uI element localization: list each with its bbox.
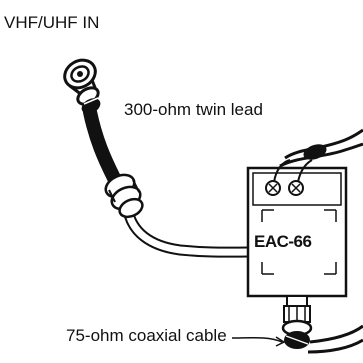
adapter-model-label: EAC-66 xyxy=(253,232,313,251)
input-cable xyxy=(83,105,121,185)
coax-leader-line xyxy=(231,336,283,343)
coax-output-connector-icon xyxy=(281,295,363,354)
coaxial-cable-upper xyxy=(122,204,256,258)
vhf-uhf-connector-icon xyxy=(63,58,101,114)
twin-lead-cable xyxy=(273,128,363,183)
coaxial-cable-label: 75-ohm coaxial cable xyxy=(66,326,227,345)
cable-fitting xyxy=(104,173,144,219)
vhf-uhf-input-label: VHF/UHF IN xyxy=(4,13,100,32)
twin-lead-label: 300-ohm twin lead xyxy=(124,100,263,119)
